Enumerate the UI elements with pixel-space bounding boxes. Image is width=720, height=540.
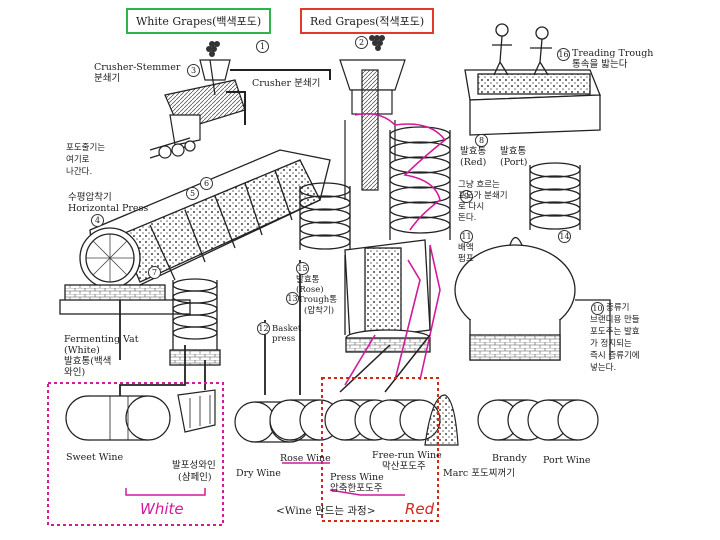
stems-note-line1: 포도줄기는 [66, 143, 106, 153]
red-handwritten-label: Red [405, 500, 435, 518]
barrel-port-wine [527, 399, 599, 441]
circle-number: 13 [286, 292, 299, 305]
still-note-3: 포도주는 발효 [590, 327, 640, 337]
circle-number: 6 [200, 177, 213, 190]
red-group-box [321, 377, 439, 522]
treading-trough-ko-label: 통속을 밟는다 [572, 59, 628, 70]
pump-note-4: 돈다. [458, 213, 477, 223]
flow-arrows [339, 334, 431, 393]
champagne-label-2: (샴페인) [178, 472, 212, 483]
still [454, 236, 611, 361]
trough-ko-label: (압착기) [304, 306, 335, 316]
champagne-rack [177, 389, 216, 433]
pipe [226, 91, 246, 125]
red-grapes-title: Red Grapes(적색포도) [300, 8, 435, 34]
circle-number: 14 [558, 230, 571, 243]
white-handwritten-label: White [140, 500, 184, 518]
stems-note-line2: 여기로 [66, 155, 90, 165]
drain-note-2: 펌프 [458, 254, 474, 264]
white-bracket [125, 488, 206, 496]
circle-number: 16 [557, 48, 570, 61]
free-run-ko-label: 막산포도주 [382, 461, 426, 472]
circle-number: 3 [187, 64, 200, 77]
dry-wine-label: Dry Wine [236, 468, 281, 479]
circle-number: 10 [591, 302, 604, 315]
barrels [65, 389, 599, 446]
circle-number: 8 [475, 134, 488, 147]
treading-trough [464, 23, 601, 136]
circle-number: 15 [296, 262, 309, 275]
diagram-caption: <Wine 만드는 과정> [276, 505, 376, 517]
red-vat-label-1: 발효통 [460, 146, 487, 157]
fermenting-vat-white-label: (White) [64, 345, 100, 356]
still-note-6: 넣는다. [590, 363, 617, 373]
port-fermenting-coil [529, 162, 581, 230]
still-note-5: 즉시 증류기에 [590, 351, 640, 361]
circle-number: 1 [256, 40, 269, 53]
crusher-stemmer-ko-label: 분쇄기 [94, 73, 121, 84]
horizontal-press [59, 149, 331, 315]
drain-note-1: 배액 [458, 243, 474, 253]
pipe [230, 69, 331, 80]
white-fermenting-vat [169, 278, 221, 366]
press-wine-label: Press Wine [330, 472, 384, 483]
horizontal-press-label: Horizontal Press [68, 203, 149, 214]
red-grapes-icon [369, 35, 385, 51]
stems-note-line3: 나간다. [66, 167, 93, 177]
still-note-2: 브랜디용 만들 [590, 315, 640, 325]
rose-fermenting-coil [299, 182, 351, 250]
crusher-red [339, 59, 406, 200]
basket-press-label-2: press [272, 334, 296, 344]
rose-wine-label: Rose Wine [280, 453, 331, 464]
free-run-wine-label: Free-run Wine [372, 450, 442, 461]
crusher-label: Crusher 분쇄기 [252, 78, 321, 89]
pump-note-1: 그냥 흐르는 [458, 180, 500, 190]
marc-pile [424, 394, 459, 446]
pipes [119, 260, 301, 398]
fermenting-vat-ko-1: 발효통(백색 [64, 356, 112, 367]
circle-number: 11 [460, 230, 473, 243]
red-bracket [329, 489, 405, 496]
marc-label: Marc 포도찌꺼기 [443, 468, 515, 479]
sweet-wine-label: Sweet Wine [66, 452, 124, 463]
still-note-4: 가 정지되는 [590, 339, 632, 349]
press-wine-ko-label: 압축한포도주 [330, 483, 383, 494]
trough-label: Trough통 [298, 295, 338, 305]
circle-number: 9 [460, 190, 473, 203]
port-wine-label: Port Wine [543, 455, 591, 466]
port-vat-label-1: 발효통 [500, 146, 527, 157]
white-grapes-title: White Grapes(백색포도) [126, 8, 272, 34]
crusher-stemmer-label: Crusher-Stemmer [94, 62, 181, 73]
circle-number: 7 [148, 266, 161, 279]
white-group-box [47, 382, 224, 526]
pump-note-3: 로 다시 [458, 202, 485, 212]
red-vat-label-2: (Red) [460, 157, 487, 168]
circle-number: 2 [355, 36, 368, 49]
circle-number: 12 [257, 322, 270, 335]
circle-number: 5 [186, 187, 199, 200]
basket-press [344, 239, 431, 353]
port-vat-label-2: (Port) [500, 157, 528, 168]
pump-note-2: 포도가 분쇄기 [458, 191, 508, 201]
white-grapes-icon [206, 41, 220, 57]
treading-trough-label: Treading Trough [572, 48, 654, 59]
rose-vat-label-2: (Rose) [296, 285, 324, 295]
fermenting-vat-label: Fermenting Vat [64, 334, 139, 345]
brandy-label: Brandy [492, 453, 527, 464]
rose-vat-label-1: 발효통 [296, 275, 320, 285]
basket-press-label-1: Basket [272, 324, 302, 334]
circle-number: 4 [91, 214, 104, 227]
still-note-1: 증류기 [606, 303, 630, 313]
champagne-label-1: 발포성와인 [172, 460, 216, 471]
red-flow-annotation [344, 112, 447, 386]
fermenting-vat-ko-2: 와인) [64, 367, 86, 378]
horizontal-press-ko-label: 수평압착기 [68, 192, 112, 203]
barrel-sweet-wine [65, 395, 171, 441]
